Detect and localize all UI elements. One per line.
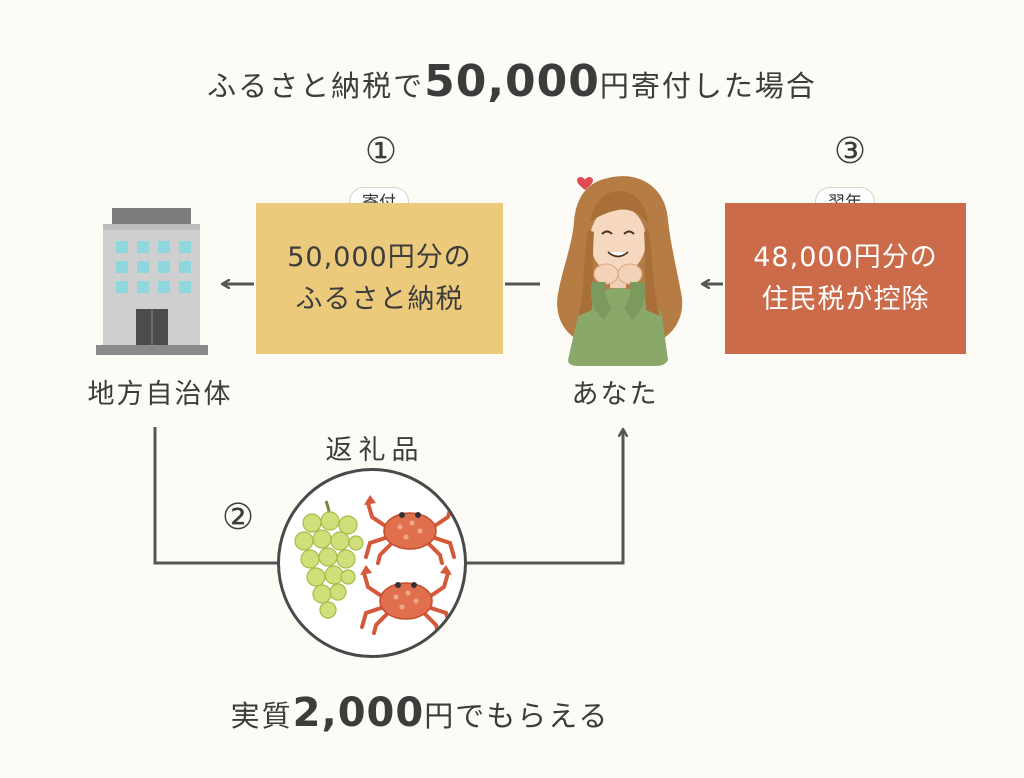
page-title: ふるさと納税で50,000円寄付した場合	[0, 56, 1024, 107]
line-municipality-to-gifts	[153, 427, 277, 565]
gifts-label: 返礼品	[325, 435, 425, 466]
caption-suffix: 円でもらえる	[424, 699, 610, 733]
deduction-box: 48,000円分の 住民税が控除	[725, 203, 966, 354]
deduction-box-line1: 48,000円分の	[753, 241, 938, 273]
title-prefix: ふるさと納税で	[207, 69, 425, 103]
step-one-number: ①	[364, 131, 398, 172]
step-two-number: ②	[221, 497, 255, 538]
woman-hands-clasped-icon	[557, 176, 683, 366]
donation-box-line2: ふるさと納税	[295, 283, 464, 315]
arrow-gifts-to-you	[467, 430, 623, 565]
municipality-label: 地方自治体	[87, 379, 233, 410]
step-three-number: ③	[833, 131, 867, 172]
donation-box: 50,000円分の ふるさと納税	[256, 203, 503, 354]
title-amount: 50,000	[424, 56, 600, 107]
title-suffix: 円寄付した場合	[599, 69, 817, 103]
crab-icon	[360, 565, 452, 635]
donation-box-line1: 50,000円分の	[287, 241, 472, 273]
effective-cost-caption: 実質2,000円でもらえる	[190, 690, 650, 736]
caption-prefix: 実質	[230, 699, 293, 733]
deduction-box-line2: 住民税が控除	[761, 283, 930, 315]
you-label: あなた	[571, 379, 659, 410]
caption-amount: 2,000	[292, 690, 425, 736]
office-building-icon	[96, 208, 208, 355]
grapes-icon	[294, 500, 364, 619]
crab-icon	[364, 495, 456, 565]
gifts-circle	[277, 468, 467, 658]
heart-icon	[577, 177, 593, 190]
